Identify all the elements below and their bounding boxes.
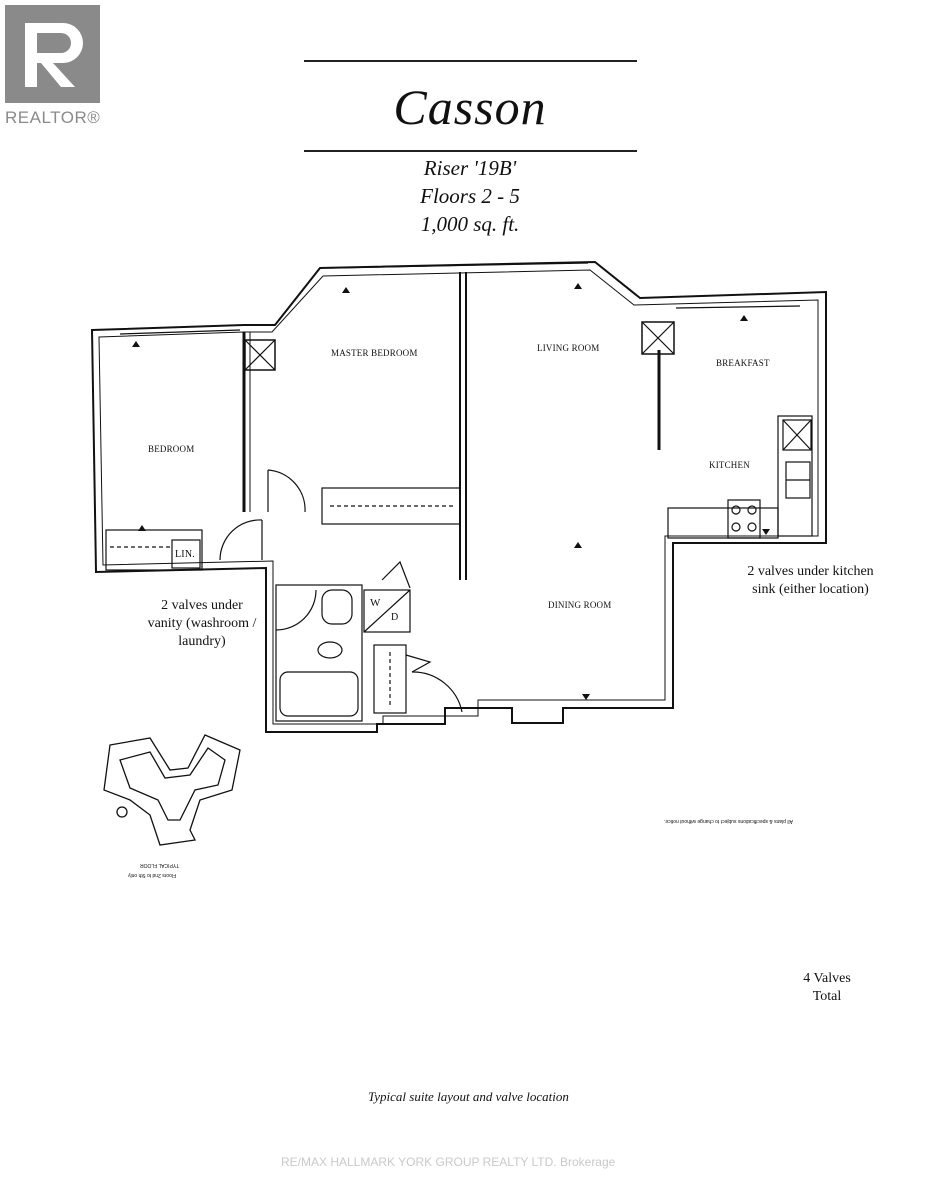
vanity-valve-note: 2 valves under vanity (washroom / laundr… <box>132 597 272 651</box>
washer-label: W <box>370 597 381 609</box>
vanity-note-line-2: vanity (washroom / <box>147 616 257 631</box>
disclaimer-text: All plans & specifications subject to ch… <box>664 818 793 824</box>
realtor-logo-icon <box>5 5 100 103</box>
key-plan-sublabel: Floors 2nd to 5th only <box>128 872 177 878</box>
key-plan-label: TYPICAL FLOOR <box>140 862 180 868</box>
realtor-logo: REALTOR® <box>5 5 100 127</box>
dining-room-label: DINING ROOM <box>548 600 612 610</box>
title-rule-bottom <box>304 150 637 152</box>
key-plan-drawing <box>103 734 241 846</box>
master-bedroom-label: MASTER BEDROOM <box>331 348 418 358</box>
total-valves-note: 4 Valves Total <box>782 970 872 1006</box>
area-label: 1,000 sq. ft. <box>420 212 520 236</box>
living-room-label: LIVING ROOM <box>537 343 600 353</box>
vanity-note-line-3: laundry) <box>178 634 226 649</box>
riser-label: Riser '19B' <box>423 156 517 180</box>
breakfast-label: BREAKFAST <box>716 358 770 368</box>
bedroom-label: BEDROOM <box>148 444 195 454</box>
kitchen-note-line-2: sink (either location) <box>752 582 869 597</box>
dryer-label: D <box>391 612 399 623</box>
total-note-line-2: Total <box>812 989 842 1004</box>
plan-title: Casson <box>393 79 547 135</box>
kitchen-valve-note: 2 valves under kitchen sink (either loca… <box>738 563 883 599</box>
floors-label: Floors 2 - 5 <box>420 184 520 208</box>
linen-closet-label: LIN. <box>175 549 195 560</box>
kitchen-note-line-1: 2 valves under kitchen <box>747 564 874 579</box>
vanity-note-line-1: 2 valves under <box>161 598 243 613</box>
kitchen-label: KITCHEN <box>709 460 750 470</box>
title-rule-top <box>304 60 637 62</box>
brokerage-watermark: RE/MAX HALLMARK YORK GROUP REALTY LTD. B… <box>281 1155 616 1169</box>
plan-caption: Typical suite layout and valve location <box>368 1089 569 1104</box>
realtor-logo-text: REALTOR® <box>5 108 101 127</box>
total-note-line-1: 4 Valves <box>803 971 851 986</box>
